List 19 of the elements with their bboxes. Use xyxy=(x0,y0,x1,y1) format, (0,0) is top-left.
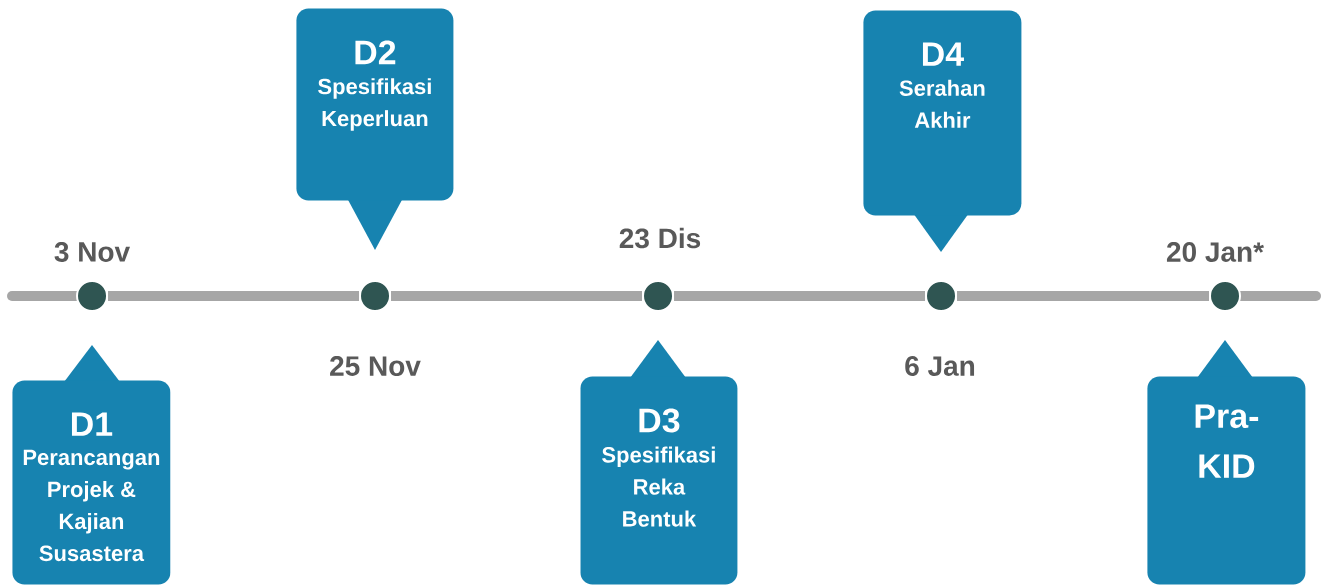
date-label: 25 Nov xyxy=(330,356,421,376)
timeline-segment xyxy=(957,291,1209,301)
timeline-segment xyxy=(108,291,359,301)
timeline-dot xyxy=(925,280,957,312)
date-label: 23 Dis xyxy=(619,227,701,249)
date-label: 3 Nov xyxy=(54,242,130,262)
timeline-dot xyxy=(642,280,674,312)
callout-box: D4 Serahan Akhir xyxy=(863,10,1022,252)
date-label: 6 Jan xyxy=(905,356,975,376)
callout-box: D2 Spesifikasi Keperluan xyxy=(296,8,454,250)
date-label: 20 Jan* xyxy=(1166,242,1264,262)
callout-box: D1 Perancangan Projek & Kajian Susastera xyxy=(12,345,171,585)
timeline-segment xyxy=(391,291,642,301)
callout-box: D3 Spesifikasi Reka Bentuk xyxy=(580,340,738,585)
callout-box: Pra-KID xyxy=(1147,340,1306,585)
timeline-segment xyxy=(674,291,925,301)
timeline-dot xyxy=(76,280,108,312)
timeline-dot xyxy=(1209,280,1241,312)
timeline-dot xyxy=(359,280,391,312)
